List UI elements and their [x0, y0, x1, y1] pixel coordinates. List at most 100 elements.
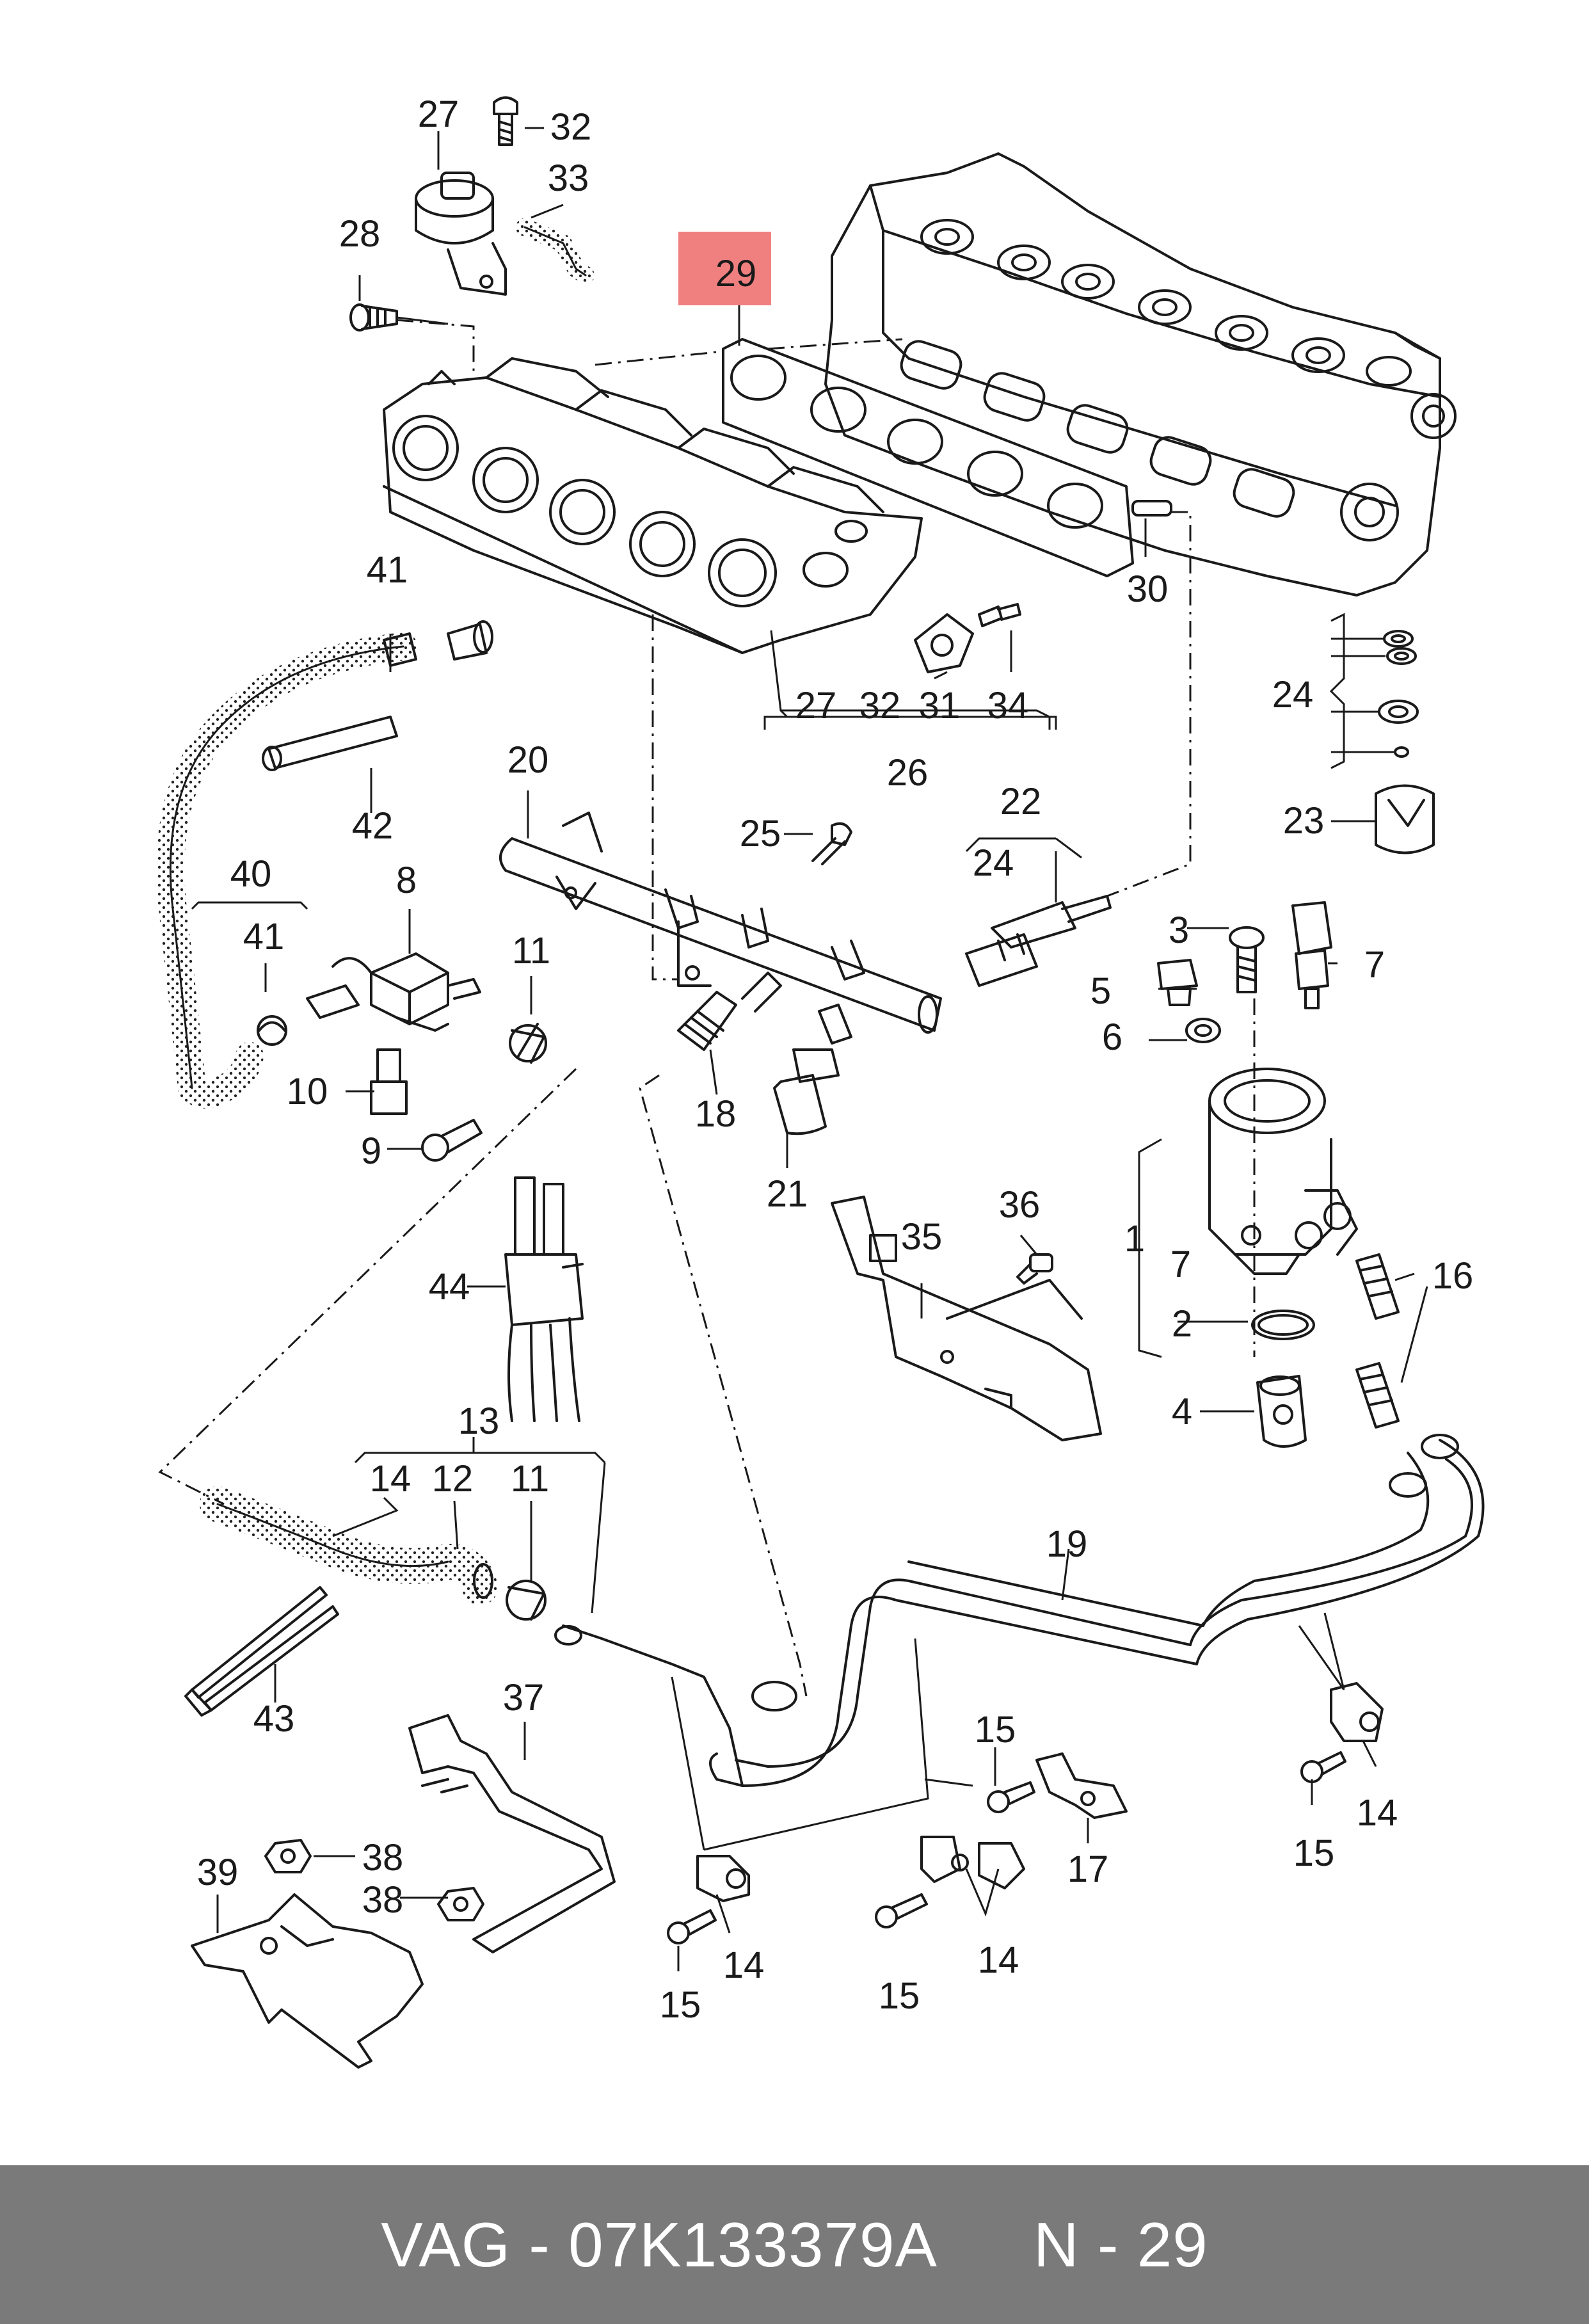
hose-33 — [516, 218, 595, 284]
label-40: 40 — [230, 853, 272, 895]
camshaft-bearings — [920, 219, 1412, 387]
bolt-9 — [421, 1119, 483, 1162]
label-18: 18 — [695, 1093, 737, 1135]
label-42: 42 — [352, 805, 394, 847]
label-38-top: 38 — [362, 1837, 404, 1879]
bolt-30 — [1131, 500, 1172, 517]
label-24-injector: 24 — [973, 842, 1014, 884]
label-28: 28 — [339, 213, 381, 255]
bolt-3 — [1229, 926, 1265, 993]
seal-6 — [1185, 1018, 1221, 1043]
label-23: 23 — [1283, 800, 1325, 842]
bracket-37 — [408, 1714, 616, 1953]
label-4: 4 — [1172, 1391, 1192, 1432]
parts-diagram: 27 32 33 28 29 41 42 40 41 8 11 10 9 20 … — [156, 93, 1485, 2069]
label-31: 31 — [919, 685, 961, 726]
bolt-34 — [978, 603, 1021, 627]
bolt-15-holder — [987, 1781, 1035, 1813]
bolt-10 — [370, 1048, 408, 1115]
label-3: 3 — [1169, 910, 1189, 951]
cap-23 — [1375, 784, 1435, 854]
label-22: 22 — [1000, 781, 1042, 822]
clip-14-right — [1330, 1682, 1384, 1742]
part-number: VAG - 07K133379A — [381, 2209, 938, 2280]
connector-44 — [504, 1176, 584, 1422]
injector-22 — [965, 895, 1112, 987]
label-41-mid: 41 — [243, 916, 285, 958]
fuel-rail-20 — [499, 812, 942, 1034]
label-17: 17 — [1067, 1848, 1109, 1890]
label-16: 16 — [1432, 1255, 1474, 1297]
label-9: 9 — [361, 1130, 381, 1172]
label-20: 20 — [507, 739, 549, 781]
label-19: 19 — [1046, 1523, 1088, 1565]
label-7-bottom: 7 — [1170, 1244, 1191, 1285]
clip-14-left — [696, 1855, 750, 1902]
diagram-position: N - 29 — [1033, 2209, 1208, 2280]
label-24-orings: 24 — [1272, 674, 1314, 716]
label-27-bottom: 27 — [795, 685, 837, 726]
fuel-line-19 — [554, 1434, 1485, 1787]
label-10: 10 — [287, 1071, 328, 1112]
label-14-right: 14 — [1357, 1792, 1398, 1834]
label-13: 13 — [458, 1400, 500, 1442]
callout-labels: 27 32 33 28 29 41 42 40 41 8 11 10 9 20 … — [197, 93, 1474, 2026]
clip-14-mid — [920, 1836, 1025, 1889]
fuel-pump-1 — [1208, 1068, 1358, 1275]
label-44: 44 — [429, 1266, 470, 1308]
label-32-top: 32 — [550, 106, 592, 148]
pressure-sensor-21 — [773, 1004, 852, 1135]
label-39: 39 — [197, 1852, 239, 1893]
plug-5 — [1157, 959, 1198, 1006]
label-34: 34 — [987, 685, 1029, 726]
breather-hose — [156, 620, 493, 1109]
label-8: 8 — [396, 860, 417, 901]
label-21: 21 — [767, 1173, 808, 1215]
flange-31 — [914, 613, 974, 673]
bolt-32-top — [493, 96, 518, 146]
bolt-15-left — [667, 1909, 717, 1944]
label-29: 29 — [715, 253, 757, 294]
label-36: 36 — [999, 1184, 1041, 1226]
bolt-25 — [811, 822, 852, 865]
label-6: 6 — [1102, 1016, 1122, 1058]
nut-38-top — [264, 1839, 312, 1873]
label-27-top: 27 — [418, 93, 459, 135]
label-5: 5 — [1090, 970, 1111, 1012]
sleeve-42 — [262, 716, 398, 771]
label-32-bottom: 32 — [859, 685, 901, 726]
clamp-11-lower — [506, 1580, 547, 1621]
cylinder-head — [824, 152, 1457, 597]
label-37: 37 — [503, 1677, 545, 1719]
label-15-right: 15 — [1293, 1832, 1335, 1874]
label-30: 30 — [1127, 568, 1169, 610]
intake-port-openings — [900, 340, 1295, 518]
label-14-mid: 14 — [978, 1939, 1019, 1981]
roller-tappet-4 — [1256, 1375, 1307, 1448]
valve-8 — [306, 952, 481, 1032]
label-15-holder: 15 — [975, 1709, 1016, 1751]
fittings-16 — [1355, 1253, 1400, 1429]
label-25: 25 — [740, 813, 781, 854]
sensor-7-top — [1291, 901, 1332, 1009]
vacuum-unit-27 — [415, 172, 507, 296]
label-43: 43 — [253, 1698, 295, 1740]
label-15-mid: 15 — [879, 1975, 920, 2017]
bolt-28 — [349, 303, 398, 332]
holder-17 — [1035, 1752, 1128, 1819]
o-rings-24 — [1378, 630, 1419, 758]
label-11-top: 11 — [512, 930, 550, 972]
hose-12 — [200, 1486, 498, 1605]
label-12: 12 — [432, 1458, 474, 1500]
label-11-lower: 11 — [511, 1458, 549, 1500]
label-2: 2 — [1172, 1303, 1192, 1345]
assembly-lines — [158, 319, 1256, 1697]
intake-manifold — [383, 357, 923, 654]
highlight-box-29 — [678, 232, 771, 305]
label-7-top: 7 — [1364, 944, 1385, 986]
label-14-hose: 14 — [370, 1458, 411, 1500]
bolt-36 — [1016, 1253, 1053, 1285]
label-33: 33 — [548, 157, 589, 199]
o-ring-2 — [1251, 1310, 1315, 1340]
leader-lines — [191, 127, 1428, 1971]
